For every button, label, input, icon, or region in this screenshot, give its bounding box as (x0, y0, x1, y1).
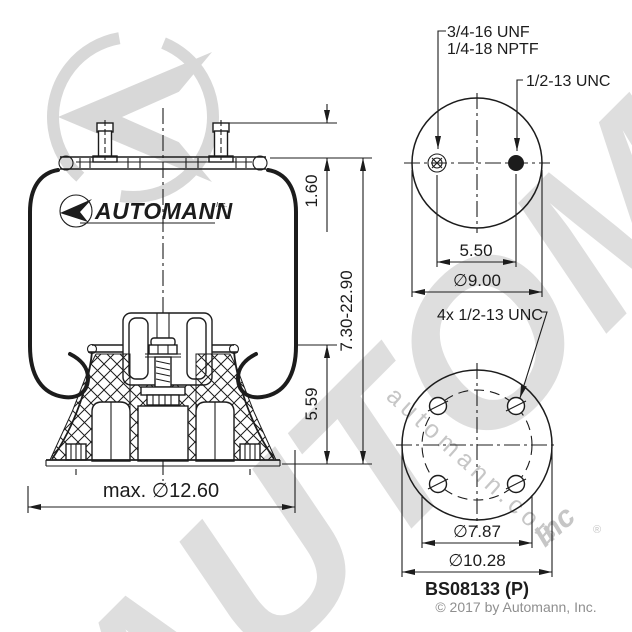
piston-base (45, 351, 281, 475)
dim-plate-diameter-value: ∅9.00 (453, 271, 501, 290)
air-port (427, 153, 447, 173)
automann-logo: AUTOMANN Inc. (59, 194, 233, 228)
logo-suffix-text: Inc. (216, 202, 227, 209)
automann-logo-watermark-arrow-notch (122, 86, 192, 148)
dim-piston-height: 5.59 (282, 344, 372, 465)
piston-skirt (91, 401, 235, 462)
center-bolt (140, 337, 186, 406)
label-bolt-holes: 4x 1/2-13 UNC (437, 307, 548, 399)
bolt-holes (427, 396, 527, 494)
automann-arrow-icon (60, 199, 92, 222)
dim-overall-height: 7.30-22.90 (337, 158, 366, 464)
dim-stud-height: 1.60 (227, 104, 372, 232)
top-view: 3/4-16 UNF 1/4-18 NPTF 1/2-13 UNC 5.50 ∅… (404, 24, 610, 297)
dim-plate-diameter: ∅9.00 (411, 170, 543, 297)
dim-max-diameter-value: max. ∅12.60 (103, 480, 219, 502)
dim-max-diameter: max. ∅12.60 (27, 450, 296, 513)
dim-bolt-circle-value: ∅7.87 (453, 522, 501, 541)
dim-stud-spacing: 5.50 (436, 174, 517, 267)
part-number: BS08133 (P) (425, 579, 529, 599)
label-air-port: 3/4-16 UNF 1/4-18 NPTF (435, 24, 539, 149)
dim-stud-spacing-value: 5.50 (459, 241, 492, 260)
bottom-view: 4x 1/2-13 UNC ∅7.87 ∅10.28 BS08133 (P) ©… (396, 307, 597, 615)
dim-piston-height-value: 5.59 (302, 387, 321, 420)
top-bead-plate (58, 155, 268, 171)
logo-brand-text: AUTOMANN (94, 198, 233, 224)
side-view: AUTOMANN Inc. (27, 104, 372, 513)
label-port-thread-1: 3/4-16 UNF (447, 24, 530, 41)
bellows-outline (28, 168, 298, 400)
dim-stud-height-value: 1.60 (302, 174, 321, 207)
mounting-stud-left (92, 120, 118, 163)
copyright-text: © 2017 by Automann, Inc. (435, 599, 596, 615)
dim-flange-diameter-value: ∅10.28 (448, 551, 505, 570)
stud-hole (508, 155, 524, 171)
dim-bolt-circle: ∅7.87 (421, 495, 533, 548)
dim-overall-height-value: 7.30-22.90 (337, 270, 356, 351)
dim-flange-diameter: ∅10.28 (401, 450, 553, 577)
label-stud-thread: 1/2-13 UNC (526, 73, 610, 90)
label-hole-thread: 4x 1/2-13 UNC (437, 307, 543, 324)
label-port-thread-2: 1/4-18 NPTF (447, 41, 539, 58)
watermark-registered-mark: ® (593, 524, 601, 536)
label-stud: 1/2-13 UNC (514, 73, 610, 151)
